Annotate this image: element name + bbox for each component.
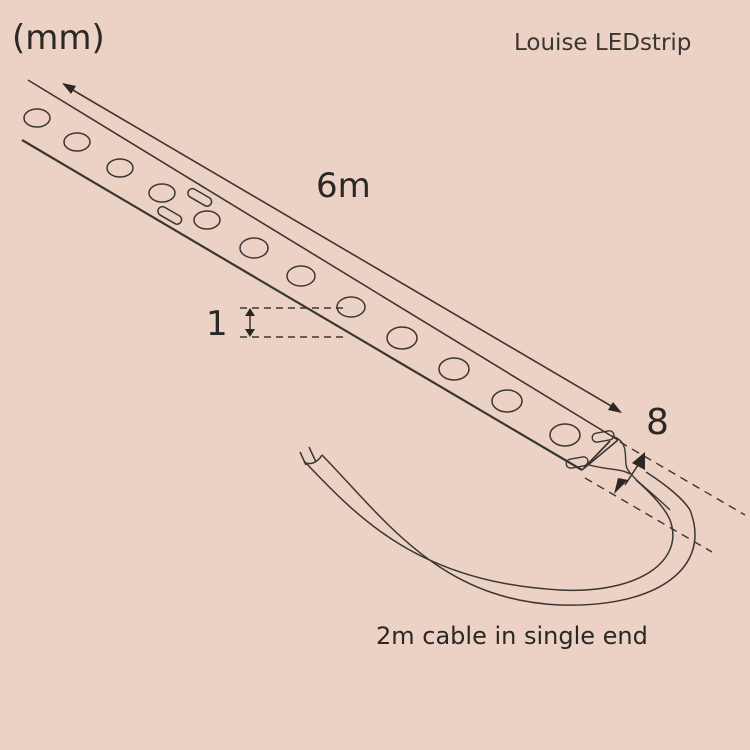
length-label: 6m	[316, 166, 371, 206]
arrow-up-icon	[245, 308, 255, 316]
arrow-head-left-icon	[62, 83, 76, 94]
product-name: Louise LEDstrip	[514, 30, 692, 56]
thickness-label: 1	[206, 304, 228, 344]
connector	[565, 430, 671, 511]
strip-bottom-edge	[21, 139, 583, 471]
arrow-width-bottom-icon	[614, 478, 628, 494]
width-guides	[584, 441, 746, 553]
thickness-guides	[240, 307, 345, 338]
cable	[299, 446, 696, 606]
arrow-down-icon	[245, 329, 255, 337]
led-chips	[23, 108, 581, 447]
arrow-head-right-icon	[608, 402, 622, 413]
arrow-width-top-icon	[632, 452, 645, 470]
unit-label: (mm)	[12, 18, 105, 58]
width-label: 8	[646, 402, 669, 443]
cable-label: 2m cable in single end	[376, 622, 648, 650]
strip-top-edge	[27, 79, 619, 441]
length-dimension-line	[65, 85, 619, 411]
